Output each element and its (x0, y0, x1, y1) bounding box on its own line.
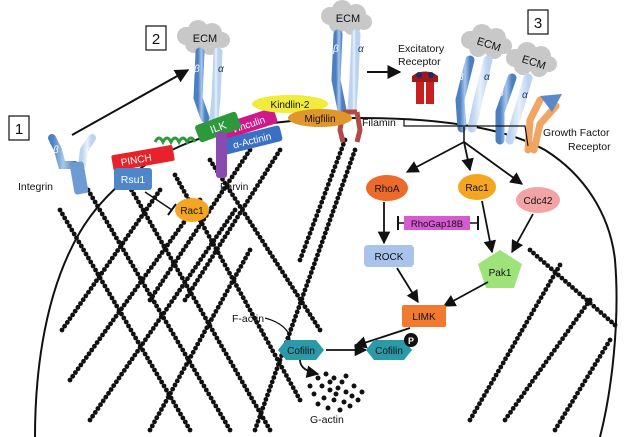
ecm-cloud-step3a: ECM (461, 24, 512, 59)
arrow-rock-to-limk (396, 267, 419, 304)
integrin4-alpha-label: α (484, 72, 490, 83)
ilk-box (195, 111, 241, 143)
arrow-limk-to-cofilin (353, 327, 411, 349)
integrin-center: β α (331, 29, 364, 115)
f-actin-label: F-actin (232, 313, 264, 325)
excitatory-receptor-label-2: Receptor (398, 56, 441, 68)
parvin-label: Parvin (220, 182, 248, 193)
rhogap18b-label: RhoGap18B (411, 219, 463, 230)
integrin-active-step2: β α (193, 47, 224, 123)
rhoa-label: RhoA (374, 184, 399, 195)
integrin2-beta-label: β (193, 64, 200, 75)
arrow-to-cdc42 (463, 141, 524, 185)
step-3-label: 3 (534, 15, 542, 32)
cofilin-hexagon (278, 340, 324, 360)
ecm-cloud-step3b: ECM (506, 42, 557, 77)
arrow-cofilin-to-gactin (299, 359, 320, 378)
step-3-box: 3 (527, 9, 549, 35)
cofilin-p-hexagon (366, 340, 412, 360)
filamin-label: Filamin (362, 117, 396, 129)
integrin-label: Integrin (18, 181, 53, 193)
rsu1-inhibits-rac1 (144, 191, 173, 211)
excitatory-receptor (412, 71, 438, 104)
phospho-label: P (408, 336, 414, 346)
ecm-label-center: ECM (336, 13, 360, 25)
integrin-inactive: β α (48, 134, 96, 195)
arrow-to-rac1 (461, 141, 474, 172)
rsu1-box (114, 168, 152, 190)
kindlin2-label: Kindlin-2 (271, 100, 310, 111)
ecm-cloud-center: ECM (321, 0, 372, 35)
migfilin-label: Migfilin (304, 114, 335, 125)
growth-factor-label-1: Growth Factor (543, 127, 610, 139)
rock-box (364, 245, 414, 267)
rac1-left-oval (175, 198, 209, 222)
integrin-step3b: β α (495, 73, 533, 145)
parvin-box (216, 132, 227, 178)
growth-factor-receptor (524, 94, 562, 154)
kindlin2-oval (252, 95, 328, 113)
excitatory-receptor-label-1: Excitatory (398, 43, 445, 55)
integrin3-beta-label: β (332, 44, 339, 55)
integrin4-beta-label: β (457, 72, 464, 83)
integrin2-alpha-label: α (218, 64, 224, 75)
rac1-left-label: Rac1 (180, 206, 204, 217)
growth-factor-label-2: Receptor (568, 141, 611, 153)
f-actin-connector (264, 317, 291, 341)
arrow-to-rhoa (405, 141, 465, 173)
step-1-label: 1 (15, 121, 23, 138)
cdc42-label: Cdc42 (524, 196, 553, 207)
integrin5-beta-label: β (497, 88, 504, 99)
ecm-label-step2: ECM (193, 33, 217, 45)
g-actin-label: G-actin (310, 414, 344, 426)
rock-label: ROCK (375, 252, 404, 263)
g-actin-monomers (307, 371, 365, 413)
rsu1-label: Rsu1 (121, 174, 146, 186)
alpha-actinin-box (221, 125, 283, 155)
pak1-pentagon (478, 250, 522, 288)
arrow-rac1-to-pak1 (481, 200, 497, 254)
pinch-label: PINCH (120, 153, 153, 169)
rhogap18b-box (404, 216, 470, 230)
pak1-label: Pak1 (489, 268, 512, 279)
ilk-spring (153, 136, 197, 146)
integrin3-alpha-label: α (358, 44, 364, 55)
rac1-right-oval (458, 174, 496, 200)
arrow-pak1-to-limk (442, 281, 489, 307)
arrow-cdc42-to-pak1 (511, 213, 534, 254)
receptor-bracket (403, 120, 529, 147)
ecm-cloud-step2: ECM (177, 20, 230, 55)
actin-filaments (57, 137, 618, 433)
limk-box (402, 305, 446, 327)
rac1-right-label: Rac1 (465, 183, 489, 194)
cdc42-oval (516, 187, 560, 213)
cofilin-p-label: Cofilin (375, 346, 403, 357)
step-1-box: 1 (8, 115, 30, 141)
step-2-box: 2 (145, 25, 167, 51)
pinch-box (111, 145, 175, 171)
limk-label: LIMK (412, 312, 436, 323)
phospho-badge (404, 333, 418, 347)
migfilin-oval (288, 109, 352, 127)
integrin-step3a: β α (455, 55, 493, 133)
rhoa-oval (366, 175, 408, 201)
step-1-to-2-arrow (71, 69, 190, 136)
integrin-beta-label: β (52, 145, 59, 156)
integrin5-alpha-label: α (522, 90, 528, 101)
integrin-alpha-label: α (86, 145, 92, 156)
vinculin-box (218, 108, 278, 140)
cofilin-label: Cofilin (287, 346, 315, 357)
step-2-label: 2 (152, 31, 160, 48)
